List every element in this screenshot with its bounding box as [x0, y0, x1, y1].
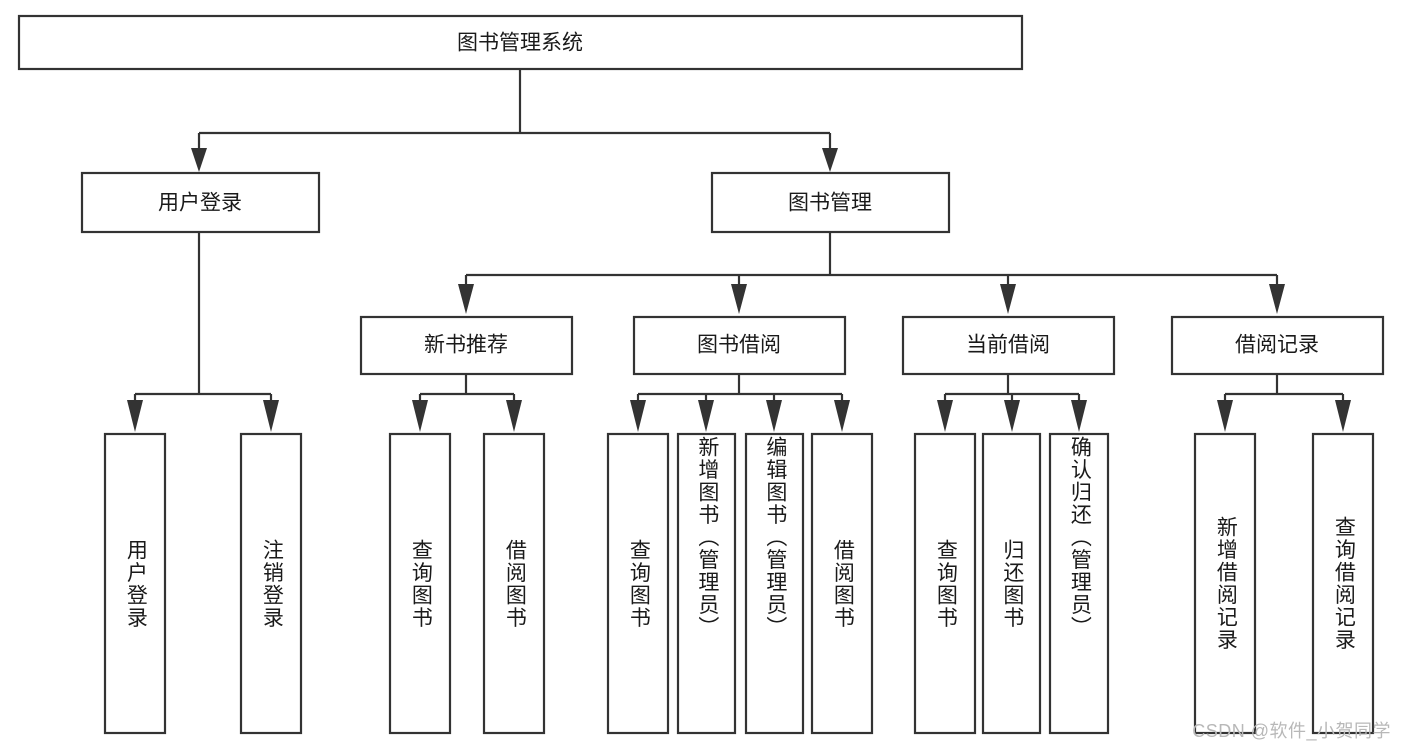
node-box-leaf-current-borrow-0[interactable]: [913, 432, 977, 735]
arrow-borrow-leaf1: [630, 400, 646, 432]
arrow-bm-to-newbook: [458, 284, 474, 314]
node-box-book-management[interactable]: [710, 171, 951, 234]
arrow-root-to-login: [191, 148, 207, 172]
node-box-current-borrow[interactable]: [901, 315, 1116, 376]
node-box-leaf-borrow-record-1[interactable]: [1311, 432, 1375, 735]
arrow-newbook-leaf2: [506, 400, 522, 432]
node-label-book-management: 图书管理: [788, 192, 872, 215]
node-label-new-book-recommend: 新书推荐: [424, 334, 508, 357]
node-box-leaf-new-book-1[interactable]: [482, 432, 546, 735]
arrow-newbook-leaf1: [412, 400, 428, 432]
arrow-login-leaf2: [263, 400, 279, 432]
node-box-leaf-current-borrow-1[interactable]: [981, 432, 1042, 735]
node-box-leaf-user-login-1[interactable]: [239, 432, 303, 735]
horizontal-label-group: 图书管理系统 用户登录 图书管理 新书推荐 图书借阅 当前借阅 借阅记录: [158, 32, 1319, 357]
watermark-label: CSDN @软件_小贺同学: [1192, 721, 1391, 741]
edge-group: [127, 69, 1351, 432]
node-box-user-login[interactable]: [80, 171, 321, 234]
node-box-new-book-recommend[interactable]: [359, 315, 574, 376]
arrow-bm-to-borrow: [731, 284, 747, 314]
node-label-root: 图书管理系统: [457, 32, 583, 55]
node-box-leaf-book-borrow-1[interactable]: [676, 432, 737, 735]
arrow-current-leaf1: [937, 400, 953, 432]
node-box-book-borrow[interactable]: [632, 315, 847, 376]
node-label-current-borrow: 当前借阅: [966, 334, 1050, 357]
node-label-book-borrow: 图书借阅: [697, 334, 781, 357]
arrow-root-to-bookmgmt: [822, 148, 838, 172]
node-box-leaf-book-borrow-2[interactable]: [744, 432, 805, 735]
arrow-borrow-leaf3: [766, 400, 782, 432]
node-box-borrow-record[interactable]: [1170, 315, 1385, 376]
arrow-record-leaf1: [1217, 400, 1233, 432]
node-box-leaf-user-login-0[interactable]: [103, 432, 167, 735]
arrow-current-leaf3: [1071, 400, 1087, 432]
arrow-record-leaf2: [1335, 400, 1351, 432]
arrow-borrow-leaf4: [834, 400, 850, 432]
node-box-leaf-current-borrow-2[interactable]: [1048, 432, 1110, 735]
node-box-leaf-new-book-0[interactable]: [388, 432, 452, 735]
node-label-user-login: 用户登录: [158, 192, 242, 215]
node-box-root[interactable]: [17, 14, 1024, 71]
arrow-current-leaf2: [1004, 400, 1020, 432]
arrow-login-leaf1: [127, 400, 143, 432]
node-box-leaf-book-borrow-0[interactable]: [606, 432, 670, 735]
node-box-leaf-book-borrow-3[interactable]: [810, 432, 874, 735]
arrow-bm-to-current: [1000, 284, 1016, 314]
arrow-borrow-leaf2: [698, 400, 714, 432]
arrow-bm-to-record: [1269, 284, 1285, 314]
node-group: [17, 14, 1385, 735]
node-box-leaf-borrow-record-0[interactable]: [1193, 432, 1257, 735]
node-label-borrow-record: 借阅记录: [1235, 334, 1319, 357]
